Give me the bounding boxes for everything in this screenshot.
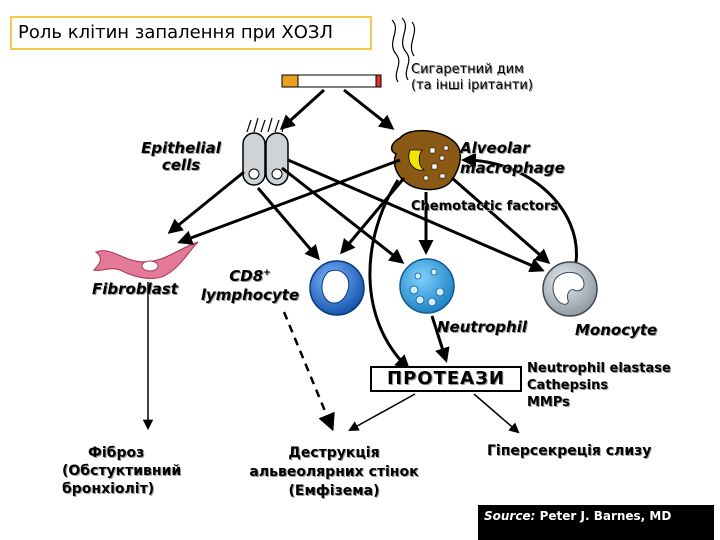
source-text: Peter J. Barnes, MD: [539, 509, 672, 523]
fibrosis-line3: бронхіоліт): [62, 481, 155, 497]
fibrosis-outcome: Фіброз (Обстуктивний бронхіоліт): [62, 444, 181, 498]
cigarette-icon: [281, 74, 382, 88]
smoke-icon: [391, 17, 416, 83]
neutrophil-icon: [399, 258, 455, 314]
destruction-line3: (Емфізема): [288, 483, 380, 499]
protease-item: Neutrophil elastase: [527, 361, 671, 376]
source-label: Source:: [484, 509, 536, 523]
fibroblast-label: Fibroblast: [92, 280, 178, 298]
proteases-box: ПРОТЕАЗИ: [370, 366, 522, 392]
macrophage-icon: [390, 129, 462, 191]
destruction-line1: Деструкція: [288, 445, 380, 461]
pathway-arrows: [167, 88, 578, 371]
slide-title: Роль клітин запалення при ХОЗЛ: [10, 16, 372, 50]
smoke-label-line1: Сигаретний дим: [411, 62, 524, 77]
chemotactic-label: Chemotactic factors: [411, 199, 559, 214]
protease-list: Neutrophil elastase Cathepsins MMPs: [527, 360, 671, 411]
fibrosis-line2: (Обстуктивний: [62, 463, 182, 479]
hypersecretion-outcome: Гіперсекреція слизу: [487, 443, 652, 459]
macrophage-label-line2: macrophage: [460, 159, 565, 177]
lymphocyte-text: lymphocyte: [200, 286, 300, 304]
smoke-label: Сигаретний дим (та інші іританти): [411, 62, 533, 94]
epithelial-label: Epithelial cells: [126, 140, 236, 174]
epithelial-cells-icon: [242, 117, 289, 186]
macrophage-label-line1: Alveolar: [460, 139, 530, 157]
lymphocyte-label: CD8+ lymphocyte: [190, 264, 310, 305]
cd8-text: CD8: [229, 267, 264, 285]
cd8-superscript: +: [263, 268, 271, 278]
macrophage-label: Alveolar macrophage: [460, 138, 565, 178]
outcome-arrows: [142, 282, 520, 434]
protease-item: Cathepsins: [527, 378, 609, 393]
fibroblast-icon: [92, 241, 199, 280]
monocyte-icon: [542, 261, 598, 317]
destruction-outcome: Деструкція альвеолярних стінок (Емфізема…: [222, 444, 446, 501]
epithelial-label-line1: Epithelial: [141, 139, 221, 157]
source-credit: Source: Peter J. Barnes, MD: [478, 505, 714, 540]
lymphocyte-icon: [309, 260, 365, 316]
destruction-line2: альвеолярних стінок: [249, 464, 419, 480]
smoke-label-line2: (та інші іританти): [411, 78, 533, 93]
fibrosis-line1: Фіброз: [88, 445, 145, 461]
monocyte-label: Monocyte: [575, 321, 658, 339]
epithelial-label-line2: cells: [161, 156, 201, 174]
protease-item: MMPs: [527, 395, 570, 410]
neutrophil-label: Neutrophil: [437, 318, 527, 336]
